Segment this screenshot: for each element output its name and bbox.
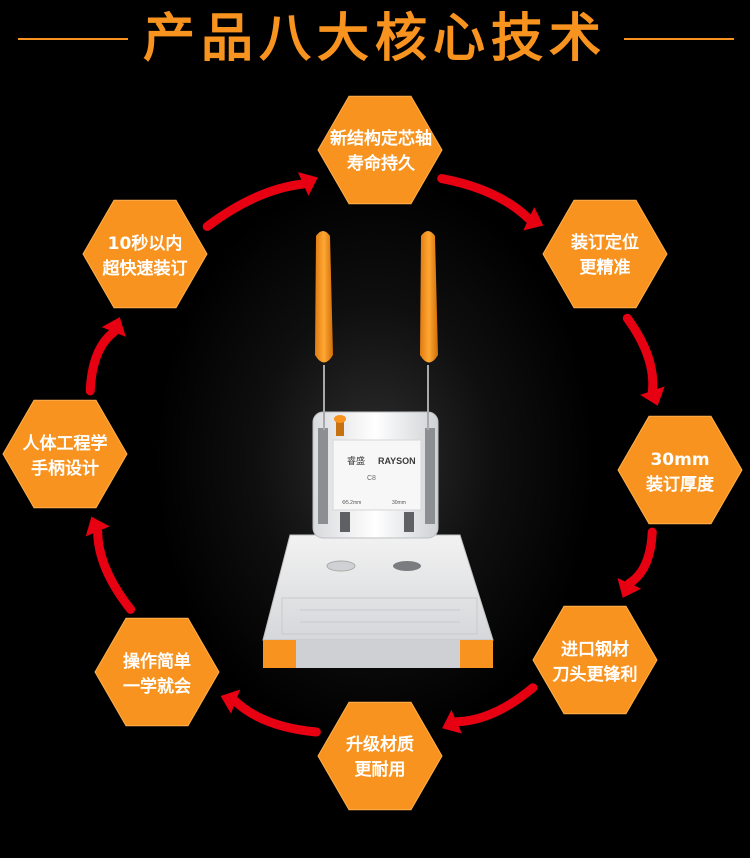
handle-left [315,231,333,363]
brand-cn-label: 睿盛 [347,455,365,466]
spec-right-label: 30mm [392,500,406,506]
feature-label-thickness: 30mm 装订厚度 [620,448,740,498]
feature-material-line2: 更耐用 [354,760,406,780]
arrow-material-to-easy-shaft [231,697,321,737]
machine-foot-right [460,640,493,668]
feature-label-shaft: 新结构定芯轴 寿命持久 [321,127,441,177]
feature-thickness-line2: 装订厚度 [646,475,714,495]
feature-label-speed: 10秒以内 超快速装订 [85,232,205,282]
spec-left-label: Φ5.2mm [342,500,361,506]
feature-label-easy: 操作简单 一学就会 [97,650,217,700]
feature-hexagon-positioning [542,199,668,309]
release-knob [334,415,346,423]
feature-label-ergonomic: 人体工程学 手柄设计 [5,432,125,482]
feature-steel-line1: 进口钢材 [561,640,629,660]
feature-hexagon-thickness [617,415,743,525]
feature-hexagon-ergonomic [2,399,128,509]
feature-positioning-line1: 装订定位 [571,233,639,253]
feature-hexagon-speed [82,199,208,309]
arrow-speed-to-shaft-head [297,172,318,196]
arrow-thickness-to-steel-shaft [624,527,657,588]
machine-base-front [263,640,493,668]
base-hole-right [393,561,421,571]
feature-easy-line2: 一学就会 [123,677,191,697]
feature-material-line1: 升级材质 [346,735,414,755]
feature-hexagon-easy [94,617,220,727]
title-bar: 产品八大核心技术 [0,0,750,80]
feature-label-material: 升级材质 更耐用 [320,733,440,783]
feature-hexagons [2,95,743,811]
arrow-positioning-to-thickness-shaft [622,313,658,396]
feature-steel-line2: 刀头更锋利 [552,665,638,685]
arrow-steel-to-material-head [442,709,463,734]
arrow-speed-to-shaft-shaft [202,179,308,231]
feature-easy-line1: 操作简单 [123,652,191,672]
cycle-arrows [85,172,665,737]
title-divider-left [18,38,128,40]
feature-speed-line1: 10秒以内 [107,234,183,254]
brand-en-label: RAYSON [378,456,416,466]
base-hole-left [326,560,356,572]
arrow-steel-to-material-shaft [452,683,538,727]
model-label: C8 [367,475,376,482]
arrow-ergonomic-to-speed-shaft [85,327,119,396]
arrow-thickness-to-steel-head [617,578,642,598]
paper-guide-area [281,597,478,635]
feature-ergonomic-line1: 人体工程学 [22,434,108,454]
feature-ergonomic-line2: 手柄设计 [31,459,99,479]
feature-shaft-line2: 寿命持久 [347,154,415,174]
arrow-easy-to-ergonomic-head [85,516,110,537]
feature-thickness-line1: 30mm [650,450,710,470]
arrow-material-to-easy-head [220,689,241,714]
feature-positioning-line2: 更精准 [579,258,631,278]
handle-right [420,231,438,363]
feature-hexagon-material [317,701,443,811]
feature-hexagon-steel [532,605,658,715]
arrow-ergonomic-to-speed-head [101,317,126,337]
feature-label-steel: 进口钢材 刀头更锋利 [535,638,655,688]
feature-speed-line2: 超快速装订 [102,259,188,279]
feature-label-positioning: 装订定位 更精准 [545,231,665,281]
arrow-easy-to-ergonomic-shaft [93,526,136,614]
binding-machine-image: 睿盛 RAYSON C8 Φ5.2mm 30mm [262,231,494,668]
feature-shaft-line1: 新结构定芯轴 [330,129,432,149]
feature-hexagon-shaft [317,95,443,205]
title-divider-right [624,38,734,40]
arrow-shaft-to-positioning-shaft [437,174,534,224]
arrow-shaft-to-positioning-head [523,206,544,231]
machine-label-panel [332,439,422,511]
page-title: 产品八大核心技术 [142,9,607,69]
machine-foot-left [263,640,296,668]
machine-base [262,534,494,641]
arrow-positioning-to-thickness-head [640,386,665,406]
